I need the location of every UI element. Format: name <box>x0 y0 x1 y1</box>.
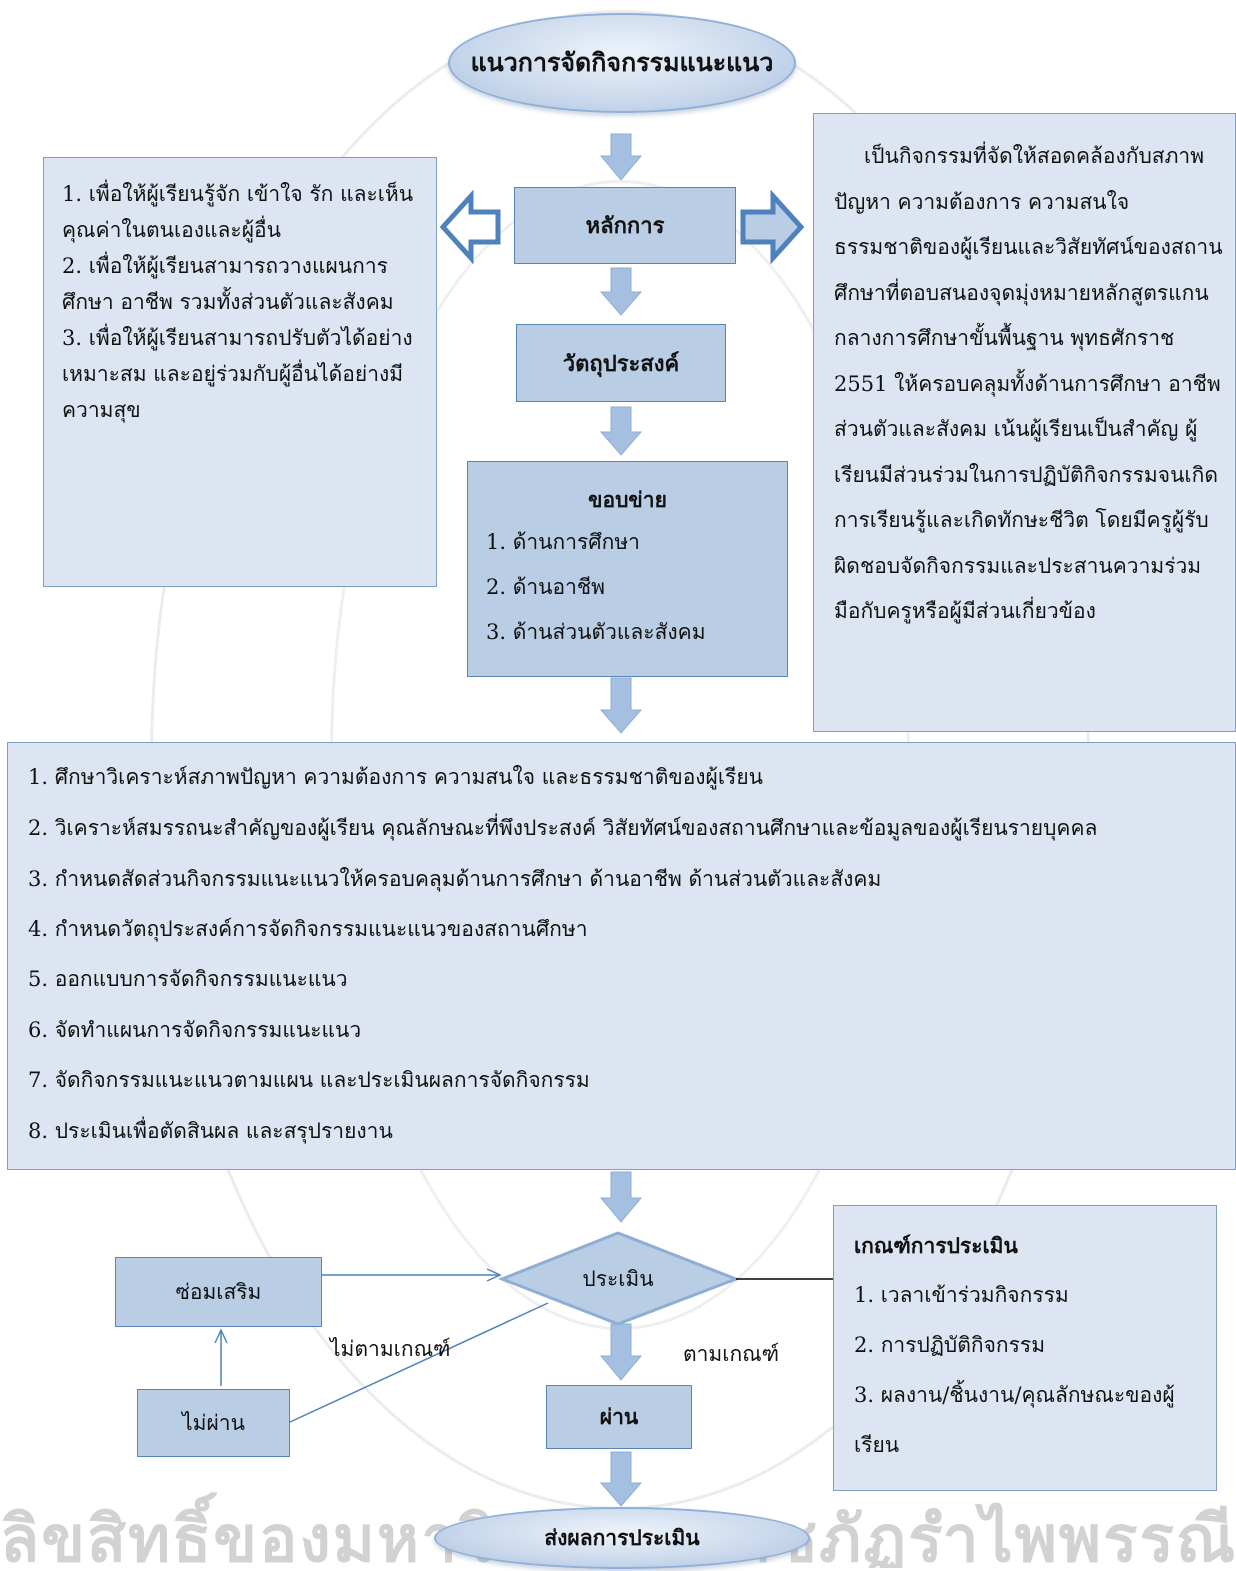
scope-item: 2. ด้านอาชีพ <box>486 575 605 599</box>
remedial-label: ซ่อมเสริม <box>175 1279 262 1304</box>
criteria-item: 2. การปฏิบัติกิจกรรม <box>854 1333 1046 1357</box>
title-ellipse: แนวการจัดกิจกรรมแนะแนว <box>448 13 796 113</box>
principle-description: เป็นกิจกรรมที่จัดให้สอดคล้องกับสภาพปัญหา… <box>834 144 1223 623</box>
down-arrow-7 <box>599 1451 643 1507</box>
objective-item: 1. เพื่อให้ผู้เรียนรู้จัก เข้าใจ รัก และ… <box>62 182 414 242</box>
evaluate-label: ประเมิน <box>582 1266 654 1291</box>
pass-box: ผ่าน <box>546 1385 692 1449</box>
principle-description-panel: เป็นกิจกรรมที่จัดให้สอดคล้องกับสภาพปัญหา… <box>813 113 1236 732</box>
step-item: 1. ศึกษาวิเคราะห์สภาพปัญหา ความต้องการ ค… <box>28 765 763 789</box>
report-ellipse: ส่งผลการประเมิน <box>434 1507 810 1569</box>
fail-box: ไม่ผ่าน <box>137 1389 290 1457</box>
scope-title: ขอบข่าย <box>588 487 667 512</box>
criteria-item: 3. ผลงาน/ชิ้นงาน/คุณลักษณะของผู้เรียน <box>854 1383 1175 1457</box>
remedial-box: ซ่อมเสริม <box>115 1257 322 1327</box>
down-arrow-5 <box>599 1171 643 1223</box>
meet-criteria-label: ตามเกณฑ์ <box>683 1342 780 1366</box>
objectives-panel: 1. เพื่อให้ผู้เรียนรู้จัก เข้าใจ รัก และ… <box>43 157 437 587</box>
scope-item: 3. ด้านส่วนตัวและสังคม <box>486 620 706 644</box>
report-label: ส่งผลการประเมิน <box>544 1524 700 1550</box>
objective-box: วัตถุประสงค์ <box>516 324 726 402</box>
objective-label: วัตถุประสงค์ <box>562 350 680 377</box>
fail-label: ไม่ผ่าน <box>182 1410 245 1435</box>
criteria-panel: เกณฑ์การประเมิน 1. เวลาเข้าร่วมกิจกรรม 2… <box>833 1205 1217 1491</box>
down-arrow-6 <box>599 1323 643 1381</box>
step-item: 4. กำหนดวัตถุประสงค์การจัดกิจกรรมแนะแนวข… <box>28 917 588 941</box>
pass-label: ผ่าน <box>599 1403 639 1429</box>
step-item: 7. จัดกิจกรรมแนะแนวตามแผน และประเมินผลกา… <box>28 1068 590 1092</box>
step-item: 6. จัดทำแผนการจัดกิจกรรมแนะแนว <box>28 1018 362 1042</box>
step-item: 3. กำหนดสัดส่วนกิจกรรมแนะแนวให้ครอบคลุมด… <box>28 867 882 891</box>
title-text: แนวการจัดกิจกรรมแนะแนว <box>470 48 774 77</box>
principle-label: หลักการ <box>585 213 665 239</box>
scope-item: 1. ด้านการศึกษา <box>486 530 640 554</box>
objective-item: 3. เพื่อให้ผู้เรียนสามารถปรับตัวได้อย่าง… <box>62 326 413 422</box>
step-item: 5. ออกแบบการจัดกิจกรรมแนะแนว <box>28 967 348 991</box>
step-item: 2. วิเคราะห์สมรรถนะสำคัญของผู้เรียน คุณล… <box>28 816 1098 840</box>
down-arrow-1 <box>599 133 643 181</box>
criteria-title: เกณฑ์การประเมิน <box>854 1233 1018 1258</box>
criteria-item: 1. เวลาเข้าร่วมกิจกรรม <box>854 1283 1069 1307</box>
down-arrow-4 <box>599 677 643 734</box>
scope-box: ขอบข่าย 1. ด้านการศึกษา 2. ด้านอาชีพ 3. … <box>467 461 788 677</box>
right-block-arrow <box>740 189 805 265</box>
not-meet-criteria-label: ไม่ตามเกณฑ์ <box>330 1337 451 1361</box>
step-item: 8. ประเมินเพื่อตัดสินผล และสรุปรายงาน <box>28 1119 393 1143</box>
objective-item: 2. เพื่อให้ผู้เรียนสามารถวางแผนการศึกษา … <box>62 254 394 314</box>
down-arrow-3 <box>599 406 643 456</box>
down-arrow-2 <box>599 267 643 316</box>
steps-panel: 1. ศึกษาวิเคราะห์สภาพปัญหา ความต้องการ ค… <box>7 742 1236 1170</box>
evaluate-diamond <box>497 1231 741 1326</box>
left-block-arrow <box>439 189 501 265</box>
evaluate-to-fail <box>289 1302 549 1423</box>
principle-box: หลักการ <box>514 187 736 264</box>
